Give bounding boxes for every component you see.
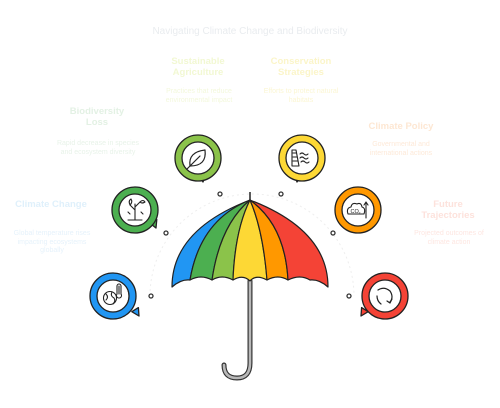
label-climate-policy: Climate Policy bbox=[368, 121, 434, 132]
balloon-conservation-strategies bbox=[278, 134, 326, 183]
label-sustainable-agriculture: Sustainable Agriculture bbox=[171, 56, 225, 78]
guide-arc bbox=[149, 193, 355, 297]
desc-climate-change: Global temperature rises impacting ecosy… bbox=[13, 230, 91, 254]
diagram-title: Navigating Climate Change and Biodiversi… bbox=[152, 26, 348, 37]
label-climate-change: Climate Change bbox=[15, 199, 87, 210]
leaf-icon bbox=[186, 149, 206, 170]
desc-climate-policy: Governmental and international actions bbox=[369, 141, 433, 157]
canopy-panel-red bbox=[249, 199, 329, 288]
connector-dot-sustainable-agriculture bbox=[217, 191, 223, 197]
globe-thermometer-icon bbox=[102, 283, 123, 306]
balloon-sustainable-agriculture bbox=[174, 134, 222, 183]
label-conservation-strategies: Conservation Strategies bbox=[270, 56, 332, 78]
connector-dot-biodiversity-loss bbox=[163, 230, 169, 236]
label-biodiversity-loss: Biodiversity Loss bbox=[69, 106, 125, 128]
balloon-biodiversity-loss bbox=[111, 186, 159, 234]
desc-sustainable-agriculture: Practices that reduce environmental impa… bbox=[165, 88, 233, 104]
connector-dot-climate-change bbox=[148, 293, 154, 299]
label-future-trajectories: Future Trajectories bbox=[421, 199, 475, 221]
balloon-climate-change bbox=[89, 272, 140, 320]
withering-plant-icon bbox=[127, 198, 146, 221]
balloon-climate-policy: CO 2 bbox=[334, 186, 382, 234]
balloon-future-trajectories bbox=[360, 272, 409, 320]
connector-dot-conservation-strategies bbox=[278, 191, 284, 197]
svg-text:2: 2 bbox=[359, 212, 361, 216]
co2-reduction-icon: CO 2 bbox=[346, 201, 369, 219]
umbrella-handle bbox=[221, 278, 253, 381]
desc-future-trajectories: Projected outcomes of climate action bbox=[414, 230, 484, 246]
connector-dot-climate-policy bbox=[330, 230, 336, 236]
dam-water-icon bbox=[291, 149, 310, 167]
connector-dot-future-trajectories bbox=[346, 293, 352, 299]
umbrella-canopy bbox=[171, 199, 329, 288]
svg-text:CO: CO bbox=[351, 209, 360, 215]
desc-biodiversity-loss: Rapid decrease in species and ecosystem … bbox=[56, 140, 140, 156]
connector-dots bbox=[148, 191, 352, 299]
desc-conservation-strategies: Efforts to protect natural habitats bbox=[263, 88, 339, 104]
trend-arrow-icon bbox=[376, 287, 393, 305]
